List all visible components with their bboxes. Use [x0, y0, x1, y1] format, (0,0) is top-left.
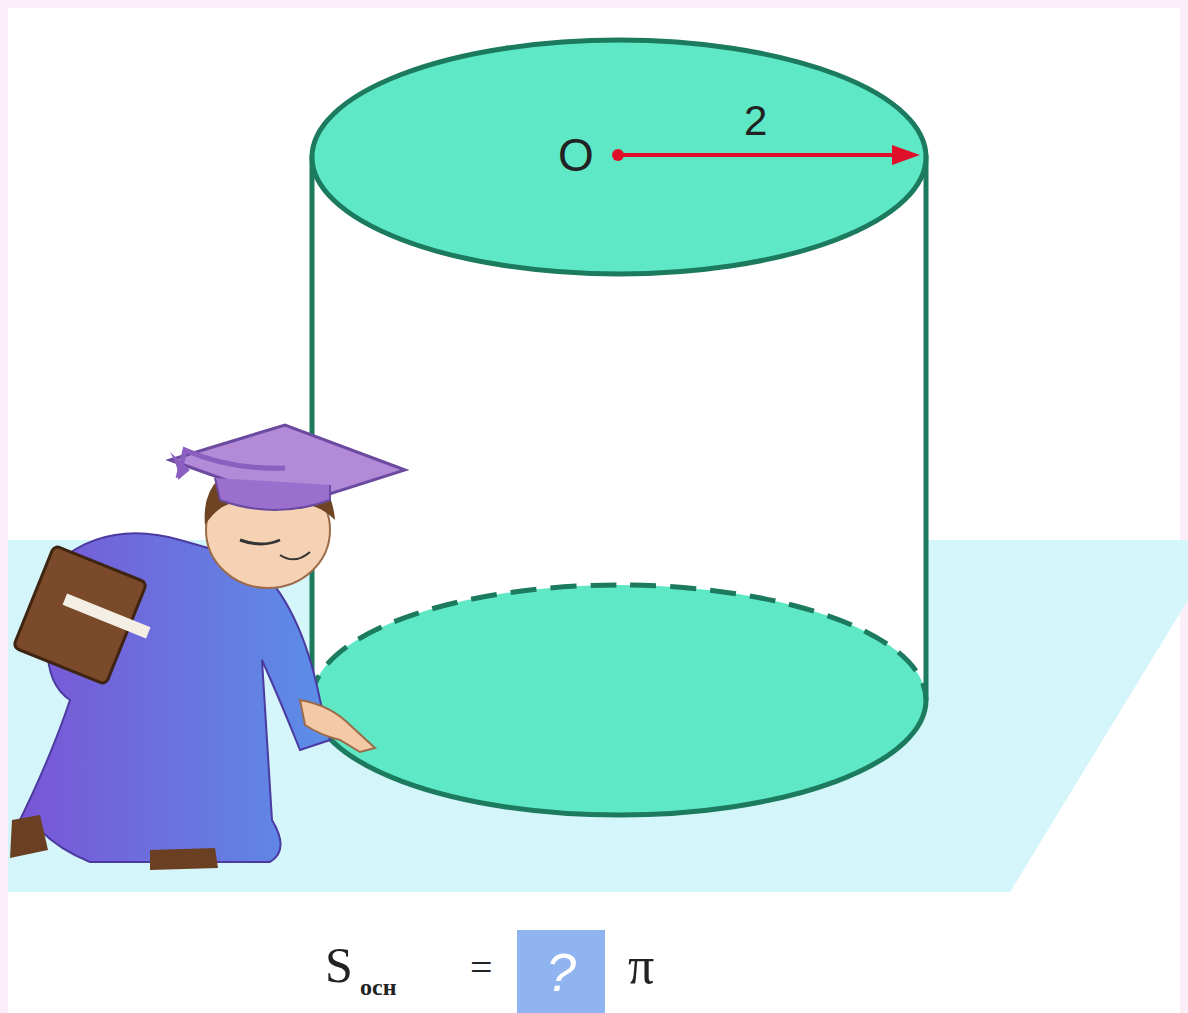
bottom-base-back [312, 585, 926, 700]
radius-value: 2 [744, 100, 767, 142]
center-label: O [558, 132, 594, 178]
pi-symbol: π [628, 940, 654, 992]
bottom-base [312, 585, 926, 815]
radius-line [618, 153, 900, 157]
center-dot [612, 149, 624, 161]
top-base [312, 40, 926, 274]
graduate-figure [10, 425, 405, 870]
area-symbol: S [325, 940, 353, 990]
area-subscript: осн [360, 975, 396, 999]
bottom-base-front [312, 700, 926, 815]
radius-arrowhead [892, 145, 920, 165]
generatrix-right [924, 155, 929, 700]
answer-box: ? [517, 930, 605, 1013]
generatrix-left [310, 155, 315, 700]
answer-placeholder: ? [546, 945, 576, 999]
equals-sign: = [470, 948, 493, 988]
